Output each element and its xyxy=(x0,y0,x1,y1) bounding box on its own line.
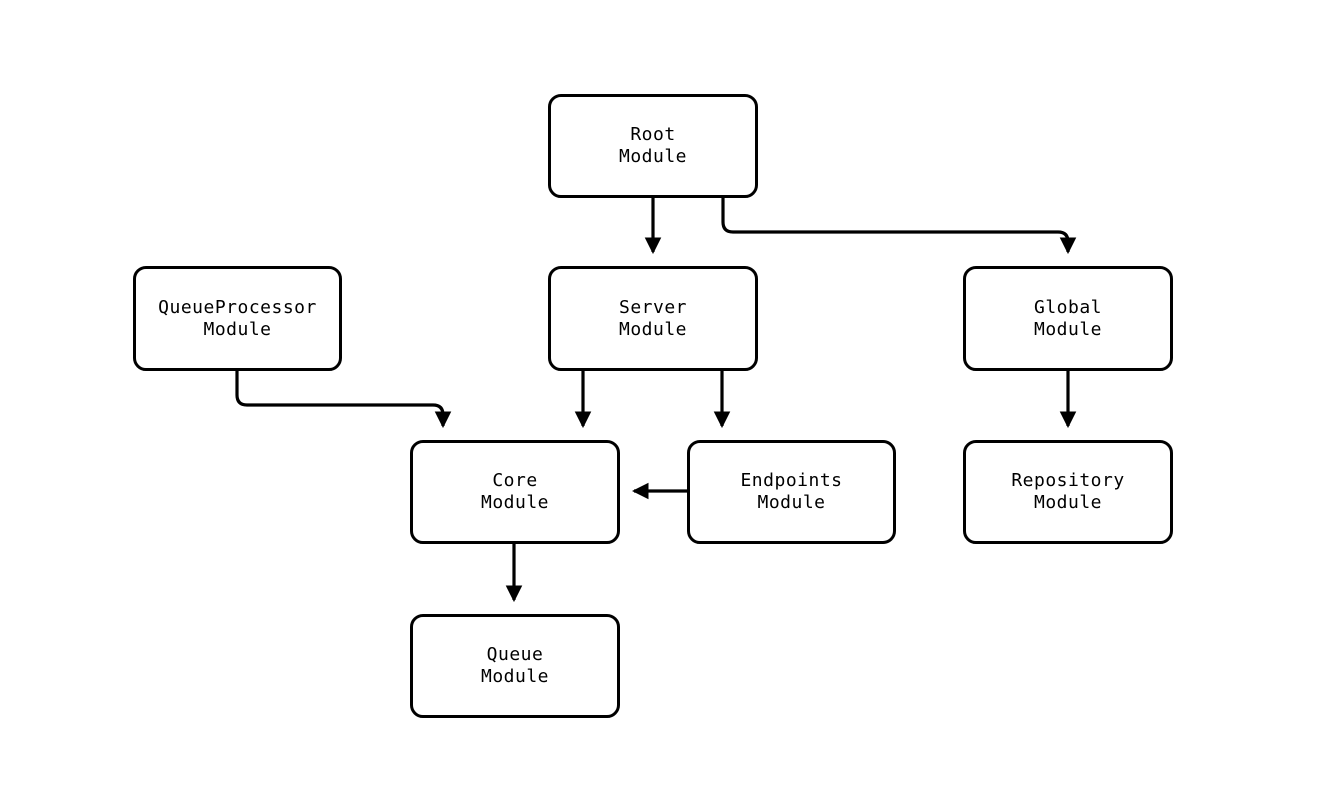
node-core-module[interactable]: Core Module xyxy=(410,440,620,544)
node-core-module-line1: Core xyxy=(492,470,538,491)
node-queueprocessor-module-line1: QueueProcessor xyxy=(158,296,317,318)
node-server-module-line2: Module xyxy=(618,318,688,340)
node-queue-module[interactable]: Queue Module xyxy=(410,614,620,718)
node-global-module-line1: Global xyxy=(1033,296,1103,318)
node-server-module-line1: Server xyxy=(618,296,688,318)
node-queue-module-line2: Module xyxy=(480,666,550,687)
edge-queueprocessor-to-core xyxy=(235,371,452,429)
node-repository-module-line2: Module xyxy=(1033,492,1103,513)
node-endpoints-module-line1: Endpoints xyxy=(740,470,843,491)
node-core-module-line2: Module xyxy=(480,492,550,513)
node-global-module-line2: Module xyxy=(1033,318,1103,340)
node-endpoints-module[interactable]: Endpoints Module xyxy=(687,440,896,544)
node-queueprocessor-module[interactable]: QueueProcessor Module xyxy=(133,266,342,371)
node-endpoints-module-line2: Module xyxy=(757,492,826,513)
node-repository-module[interactable]: Repository Module xyxy=(963,440,1173,544)
node-queueprocessor-module-line2: Module xyxy=(203,318,272,340)
node-server-module[interactable]: Server Module xyxy=(548,266,758,371)
edge-root-to-global xyxy=(721,198,1077,255)
node-repository-module-line1: Repository xyxy=(1011,470,1125,491)
node-queue-module-line1: Queue xyxy=(486,644,544,665)
node-root-module-line2: Module xyxy=(618,146,688,167)
node-root-module-line1: Root xyxy=(630,124,676,145)
node-root-module[interactable]: Root Module xyxy=(548,94,758,198)
node-global-module[interactable]: Global Module xyxy=(963,266,1173,371)
